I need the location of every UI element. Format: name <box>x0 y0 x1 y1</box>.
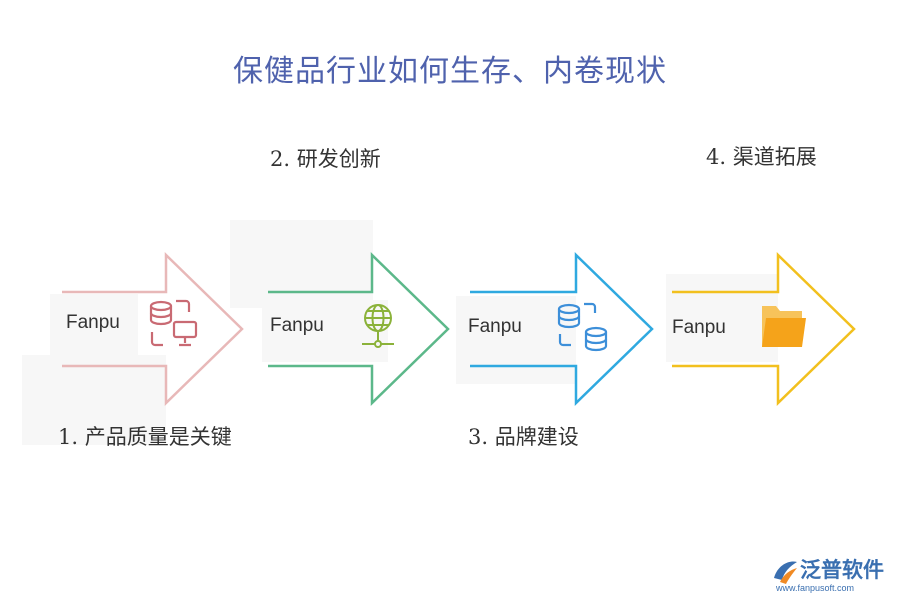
background-box <box>456 296 576 384</box>
step-2-label: 2. 研发创新 <box>270 147 381 171</box>
database-monitor-icon <box>149 299 198 347</box>
background-box <box>230 220 373 308</box>
step-1-box-text: Fanpu <box>66 312 120 333</box>
brand-name: 泛普软件 <box>800 558 884 582</box>
step-4-box-text: Fanpu <box>672 317 726 338</box>
step-2-box-text: Fanpu <box>270 315 324 336</box>
arrow-3 <box>470 252 654 406</box>
arrow-2 <box>268 252 450 406</box>
globe-network-icon <box>362 304 394 348</box>
brand-mark-icon <box>774 561 797 584</box>
step-1-label: 1. 产品质量是关键 <box>58 425 232 449</box>
arrow-4 <box>672 252 856 406</box>
folder-icon <box>762 306 806 347</box>
background-box <box>666 274 778 362</box>
page-title: 保健品行业如何生存、内卷现状 <box>233 54 667 89</box>
brand-url: www.fanpusoft.com <box>776 583 855 593</box>
background-box <box>22 355 166 445</box>
step-3-box-text: Fanpu <box>468 316 522 337</box>
step-4-label: 4. 渠道拓展 <box>706 145 817 169</box>
step-3-label: 3. 品牌建设 <box>468 425 579 449</box>
database-sync-icon <box>557 302 608 352</box>
brand-logo: 泛普软件 www.fanpusoft.com <box>770 554 895 596</box>
arrow-1 <box>62 252 244 406</box>
background-box <box>50 294 138 356</box>
